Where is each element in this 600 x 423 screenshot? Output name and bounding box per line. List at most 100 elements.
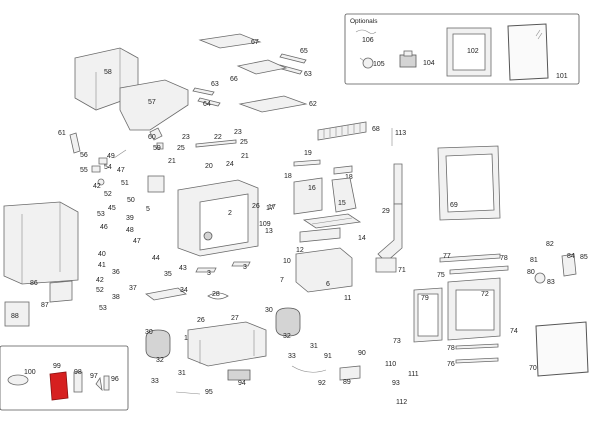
label-18: 18 <box>284 173 292 180</box>
label-45: 45 <box>108 205 116 212</box>
label-25b: 25 <box>240 139 248 146</box>
part-59-clip <box>156 142 164 150</box>
label-102: 102 <box>467 48 479 55</box>
label-28: 28 <box>212 291 220 298</box>
part-30-cylinder <box>145 329 171 359</box>
part-63b-rod <box>192 87 215 96</box>
label-35: 35 <box>164 271 172 278</box>
label-58: 58 <box>104 69 112 76</box>
optional-106-cable <box>355 29 377 34</box>
label-86: 86 <box>30 280 38 287</box>
optional-101-glass <box>507 23 549 81</box>
label-64: 64 <box>203 101 211 108</box>
label-105: 105 <box>373 61 385 68</box>
door-frame-group: 69 77 78 75 79 72 73 74 78 76 70 <box>393 145 589 377</box>
label-50: 50 <box>127 197 135 204</box>
label-43: 43 <box>179 265 187 272</box>
part-89b-board <box>339 365 361 381</box>
label-23: 23 <box>182 134 190 141</box>
part-18-plate <box>333 165 353 175</box>
part-64-rod <box>197 97 221 107</box>
lower-centre-parts: 30 32 33 31 90 91 92 89 110 111 93 112 <box>265 307 419 406</box>
optionals-panel: Optionals 106 105 104 102 101 <box>344 13 580 85</box>
label-25: 25 <box>177 145 185 152</box>
label-56: 56 <box>80 152 88 159</box>
label-24: 24 <box>226 161 234 168</box>
label-36: 36 <box>112 269 120 276</box>
label-19: 19 <box>304 150 312 157</box>
label-55: 55 <box>80 167 88 174</box>
accessory-98-tube <box>73 371 83 393</box>
label-44: 44 <box>152 255 160 262</box>
label-97: 97 <box>90 373 98 380</box>
label-52: 52 <box>104 191 112 198</box>
label-22: 22 <box>214 134 222 141</box>
label-59: 59 <box>153 145 161 152</box>
part-92-wire <box>291 365 327 373</box>
part-1-base <box>187 321 267 367</box>
label-96: 96 <box>111 376 119 383</box>
label-109: 109 <box>259 221 271 228</box>
label-90: 90 <box>358 350 366 357</box>
label-17b: 17 <box>268 204 276 211</box>
fittings-left: 61 56 55 54 49 47 51 42 52 50 53 45 46 3… <box>3 130 141 327</box>
label-63: 63 <box>304 71 312 78</box>
part-49-rod <box>113 149 127 159</box>
label-65: 65 <box>300 48 308 55</box>
part-66-tray <box>236 59 288 75</box>
label-87: 87 <box>41 302 49 309</box>
part-89-pipe <box>393 163 403 205</box>
flue-group: 29 71 <box>375 163 406 274</box>
part-77-strip <box>439 253 501 263</box>
label-18b: 18 <box>345 174 353 181</box>
label-13: 13 <box>265 228 273 235</box>
label-91: 91 <box>324 353 332 360</box>
label-26: 26 <box>252 203 260 210</box>
label-71: 71 <box>398 267 406 274</box>
label-42: 42 <box>93 183 101 190</box>
label-95: 95 <box>205 389 213 396</box>
label-42b: 42 <box>96 277 104 284</box>
label-89: 89 <box>343 379 351 386</box>
label-30: 30 <box>145 329 153 336</box>
label-66: 66 <box>230 76 238 83</box>
base-frame: 1 30 32 33 31 95 94 <box>145 321 267 396</box>
accessory-99-glove <box>49 371 69 401</box>
label-81: 81 <box>530 257 538 264</box>
label-2: 2 <box>228 210 232 217</box>
label-54: 54 <box>104 164 112 171</box>
part-42-screw <box>97 178 105 186</box>
part-71-elbow <box>375 257 397 273</box>
part-58-side-panel <box>3 201 79 285</box>
label-17: 17 <box>266 205 274 212</box>
label-49: 49 <box>107 153 115 160</box>
optionals-title: Optionals <box>350 18 378 25</box>
label-32b: 32 <box>283 333 291 340</box>
part-84-handle <box>561 253 577 277</box>
label-51: 51 <box>121 180 129 187</box>
label-53b: 53 <box>99 305 107 312</box>
label-85: 85 <box>580 254 588 261</box>
part-76-rod <box>455 357 499 364</box>
label-3b: 3 <box>243 264 247 271</box>
part-67-plate <box>198 33 262 49</box>
label-5: 5 <box>146 206 150 213</box>
label-75: 75 <box>437 272 445 279</box>
label-33b: 33 <box>288 353 296 360</box>
label-52b: 52 <box>96 287 104 294</box>
label-79: 79 <box>421 295 429 302</box>
label-39: 39 <box>126 215 134 222</box>
label-41: 41 <box>98 262 106 269</box>
label-68: 68 <box>372 126 380 133</box>
accessories-panel: 100 99 98 97 96 <box>0 345 129 411</box>
label-84: 84 <box>567 253 575 260</box>
label-99: 99 <box>53 363 61 370</box>
label-31: 31 <box>178 370 186 377</box>
label-47b: 47 <box>133 238 141 245</box>
part-13-burner <box>299 227 341 243</box>
part-88-plate <box>4 301 30 327</box>
label-72: 72 <box>481 291 489 298</box>
part-34-tray <box>145 287 187 301</box>
label-40: 40 <box>98 251 106 258</box>
accessory-97-tool <box>95 376 103 392</box>
